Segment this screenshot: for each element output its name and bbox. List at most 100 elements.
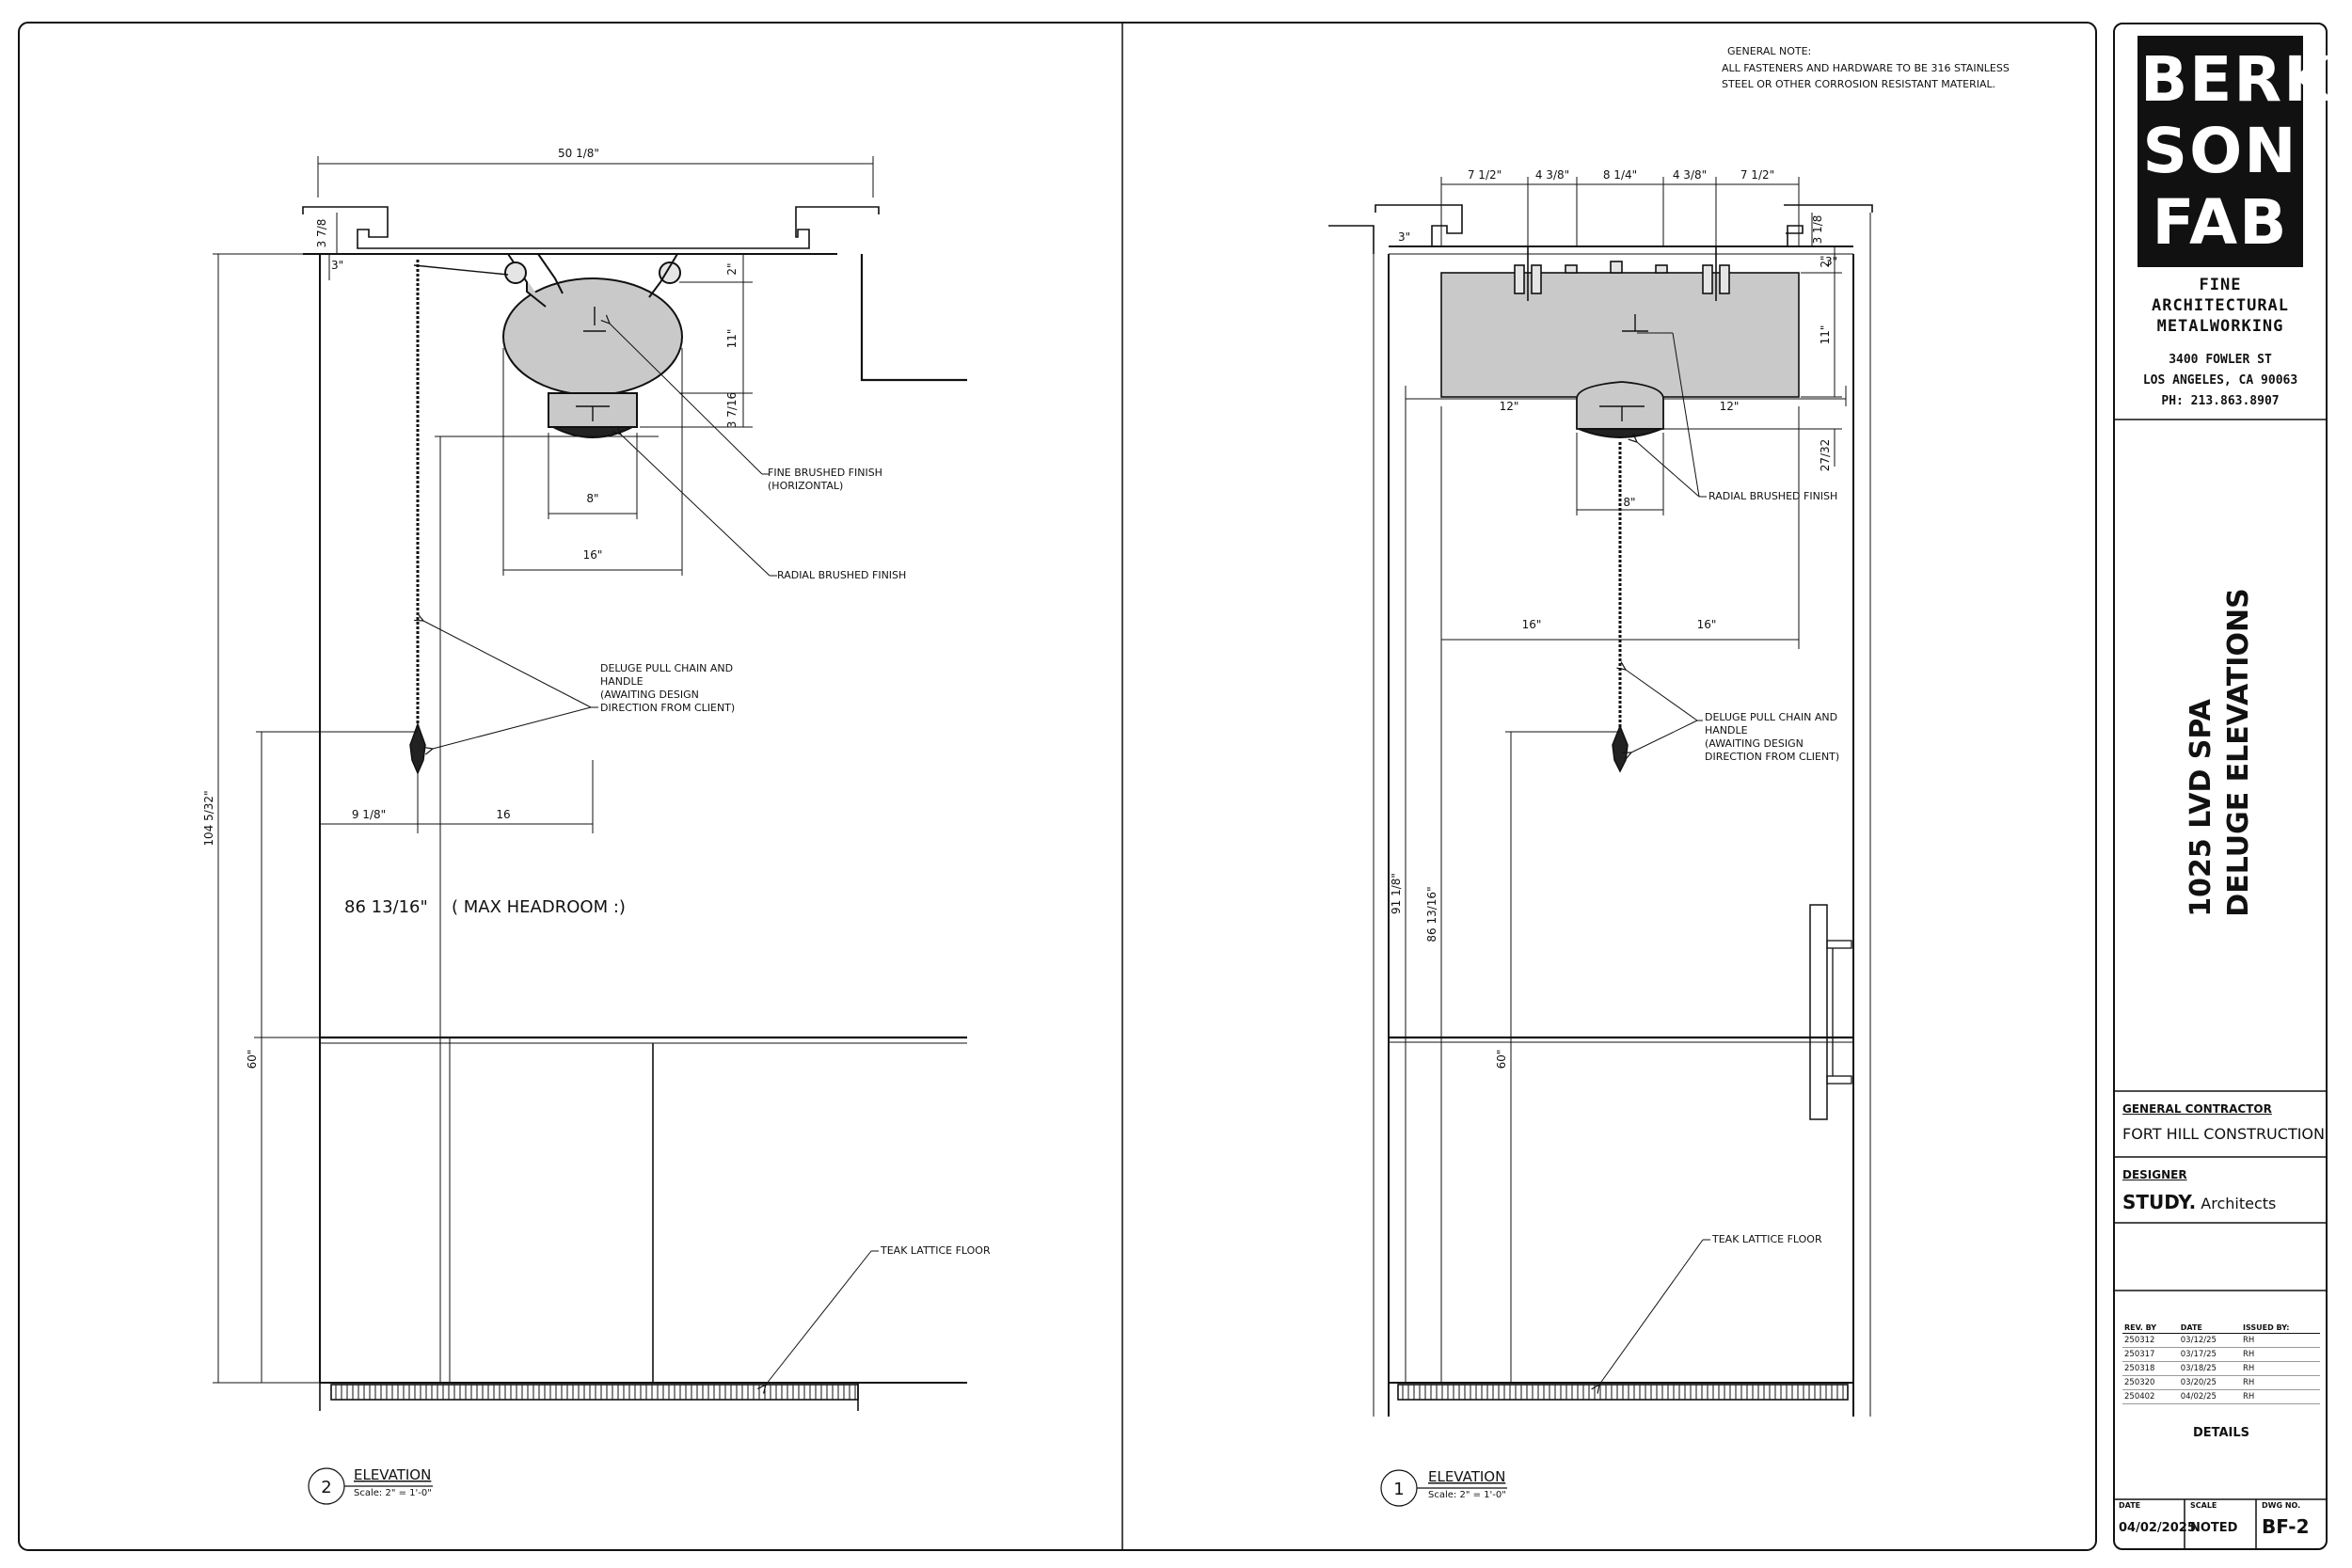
dim-neck-width-1: 8" [1623, 496, 1635, 509]
rev-id: 250317 [2122, 1347, 2179, 1362]
designer-bold: STUDY. [2122, 1191, 2197, 1213]
teak-floor-1 [1397, 1384, 1849, 1401]
dwg-cell: DWG NO. BF-2 [2262, 1501, 2326, 1538]
dwg-label: DWG NO. [2262, 1501, 2301, 1510]
elevation-1-scale: Scale: 2" = 1'-0" [1428, 1490, 1506, 1500]
general-note-title: GENERAL NOTE: [1727, 45, 1811, 57]
rev-issuer: RH [2241, 1389, 2320, 1404]
elevation-2-scale: Scale: 2" = 1'-0" [354, 1488, 432, 1498]
rev-date: 03/17/25 [2178, 1347, 2241, 1362]
general-note-line1: ALL FASTENERS AND HARDWARE TO BE 316 STA… [1722, 62, 2010, 74]
rev-issuer: RH [2241, 1333, 2320, 1348]
designer-rest: Architects [2196, 1195, 2277, 1212]
dim-seg-d: 4 3/8" [1673, 168, 1707, 182]
dim-ceiling-left: 3" [1398, 230, 1410, 244]
note-teak-floor-1: TEAK LATTICE FLOOR [1711, 1233, 1822, 1245]
designer-value: STUDY. Architects [2122, 1191, 2276, 1213]
title-block [2113, 23, 2328, 1550]
note-teak-floor: TEAK LATTICE FLOOR [880, 1244, 991, 1257]
dim-neck-drop: 27/32 [1819, 439, 1832, 472]
designer-section: DESIGNER STUDY. Architects [2122, 1168, 2276, 1213]
note-pull-chain-2: HANDLE [600, 675, 644, 688]
rev-date: 04/02/25 [2178, 1389, 2241, 1404]
note-pull-chain-1-d: DIRECTION FROM CLIENT) [1705, 751, 1839, 763]
grab-bar [1809, 904, 1828, 1120]
dim-chain-to-head: 16 [496, 808, 510, 821]
dim-ceiling-right: 3" [1825, 255, 1837, 268]
logo-line-2: SON [2142, 115, 2298, 187]
project-title: 1025 LVD SPA DELUGE ELEVATIONS [2136, 423, 2305, 1082]
elevation-1-number: 1 [1393, 1480, 1404, 1499]
dim-overall-height: 104 5/32" [202, 790, 215, 846]
sheet-name: DELUGE ELEVATIONS [2222, 588, 2255, 917]
dim-height-a: 91 1/8" [1390, 873, 1403, 914]
elevation-1-labels: 7 1/2" 4 3/8" 8 1/4" 4 3/8" 7 1/2" 3" 3"… [1390, 45, 2010, 1500]
dim-neck-height: 3 7/16 [725, 392, 739, 428]
dim-body-height: 11" [1819, 325, 1832, 345]
gc-label: GENERAL CONTRACTOR [2122, 1102, 2272, 1116]
gc-value: FORT HILL CONSTRUCTION [2122, 1125, 2325, 1143]
dim-ceiling-step: 3 7/8 [315, 219, 328, 248]
dim-head-height: 11" [725, 329, 739, 349]
dim-neck-width: 8" [586, 492, 598, 505]
date-cell: DATE 04/02/2025 [2119, 1501, 2196, 1535]
rev-header-date: DATE [2178, 1323, 2241, 1334]
company-phone: PH: 213.863.8907 [2161, 394, 2280, 408]
dim-ceiling-offset: 3" [331, 259, 343, 272]
scale-label: SCALE [2190, 1501, 2217, 1510]
headroom-note: ( MAX HEADROOM :) [452, 897, 626, 917]
rev-date: 03/18/25 [2178, 1361, 2241, 1376]
rev-issuer: RH [2241, 1361, 2320, 1376]
title-block-lines [2113, 419, 2328, 1550]
dim-head-width: 16" [583, 548, 603, 562]
note-pull-chain-4: DIRECTION FROM CLIENT) [600, 702, 735, 714]
logo-tagline: FINE ARCHITECTURAL METALWORKING [2126, 275, 2314, 337]
note-pull-chain-1-c: (AWAITING DESIGN [1705, 737, 1804, 750]
logo-line-1: BERK [2140, 43, 2334, 116]
project-name: 1025 LVD SPA [2185, 699, 2217, 917]
dim-left-run: 12" [1500, 400, 1519, 413]
dim-span-left: 16" [1522, 618, 1542, 631]
rev-id: 250320 [2122, 1375, 2179, 1390]
elevation-1 [1328, 177, 1873, 1507]
sheet-border [18, 22, 2097, 1551]
ceiling-line [302, 206, 880, 249]
shower-head-1 [1576, 381, 1664, 430]
dim-step-right: 3 1/8 [1811, 215, 1824, 245]
shower-head-2 [502, 277, 683, 396]
teak-floor-2 [330, 1384, 859, 1401]
dim-bench-height-1: 60" [1495, 1050, 1508, 1069]
company-address: 3400 FOWLER ST LOS ANGELES, CA 90063 PH:… [2126, 350, 2314, 412]
dim-span-right: 16" [1697, 618, 1717, 631]
details-label: DETAILS [2192, 1426, 2250, 1440]
rev-id: 250312 [2122, 1333, 2179, 1348]
rev-id: 250402 [2122, 1389, 2179, 1404]
dim-height-b: 86 13/16" [1425, 886, 1438, 942]
scale-value: NOTED [2190, 1521, 2238, 1535]
logo-line-3: FAB [2152, 186, 2289, 259]
rev-header-issued: ISSUED BY: [2241, 1323, 2320, 1334]
dim-seg-b: 4 3/8" [1535, 168, 1569, 182]
note-pull-chain-1-b: HANDLE [1705, 724, 1748, 736]
note-pull-chain-1: DELUGE PULL CHAIN AND [600, 662, 733, 674]
designer-label: DESIGNER [2122, 1168, 2187, 1181]
note-pull-chain-3: (AWAITING DESIGN [600, 689, 699, 701]
shower-body-1 [1440, 272, 1800, 398]
rev-issuer: RH [2241, 1347, 2320, 1362]
pull-handle-1 [1612, 723, 1629, 773]
note-fine-brushed: FINE BRUSHED FINISH [768, 467, 882, 479]
dim-seg-a: 7 1/2" [1468, 168, 1502, 182]
date-label: DATE [2119, 1501, 2141, 1510]
note-fine-brushed-horizontal: (HORIZONTAL) [768, 480, 843, 492]
tagline-1: FINE ARCHITECTURAL [2151, 276, 2290, 315]
general-note-line2: STEEL OR OTHER CORROSION RESISTANT MATER… [1722, 78, 1995, 90]
dim-headroom: 86 13/16" [344, 897, 428, 917]
rev-date: 03/12/25 [2178, 1333, 2241, 1348]
